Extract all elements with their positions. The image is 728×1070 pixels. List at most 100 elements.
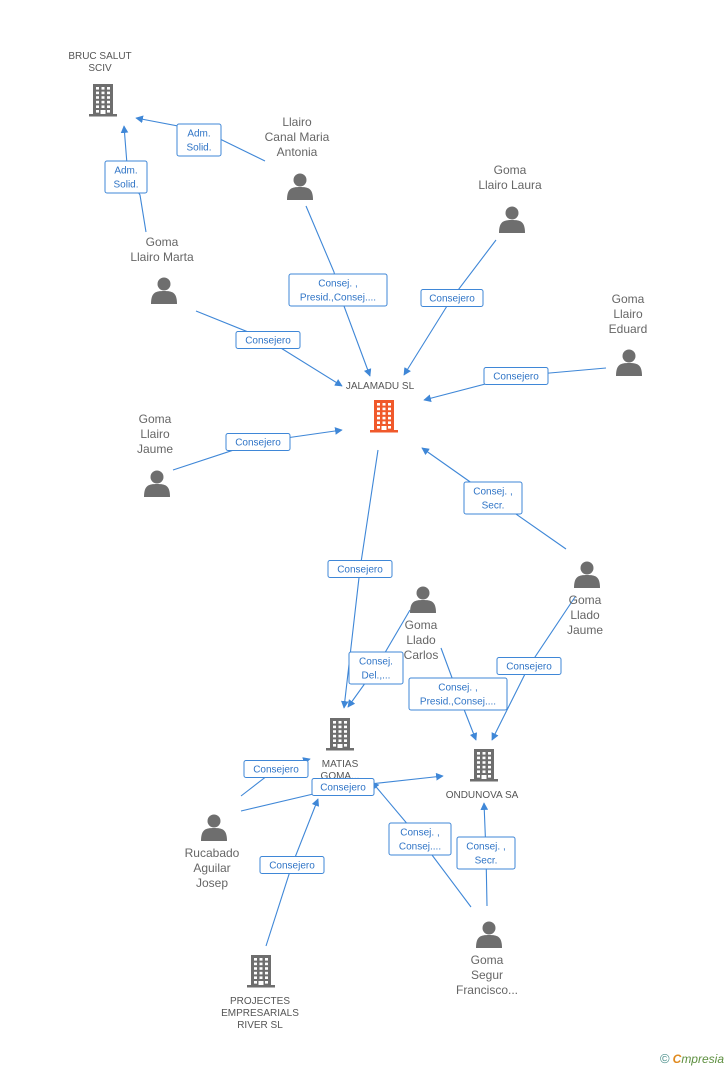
building-icon — [247, 955, 275, 988]
edge-label-text: Adm. — [114, 166, 137, 177]
edge-label-text: Consej. , — [473, 487, 512, 498]
node-label: Goma — [146, 235, 179, 249]
node-ondunova[interactable]: ONDUNOVA SA — [446, 749, 519, 801]
node-label: MATIAS — [322, 759, 359, 770]
node-label: Llado — [570, 608, 600, 622]
node-francisco[interactable]: GomaSegurFrancisco... — [456, 921, 518, 998]
edge-label-antonia-jalamadu[interactable]: Consej. ,Presid.,Consej.... — [288, 273, 388, 307]
node-label: PROJECTES — [230, 996, 290, 1007]
building-icon — [370, 400, 398, 433]
edge-label-text: Secr. — [475, 856, 498, 867]
edge-label-jaume_l-jalamadu[interactable]: Consejero — [225, 433, 291, 451]
building-icon — [89, 84, 117, 117]
node-label: ONDUNOVA SA — [446, 790, 519, 801]
copyright-icon: © — [660, 1051, 670, 1066]
edge-labels: Adm.Solid.Adm.Solid.Consej. ,Presid.,Con… — [104, 123, 562, 874]
edge-label-text: Del.,... — [362, 671, 391, 682]
node-label: Goma — [612, 292, 645, 306]
edge-label-text: Consejero — [493, 372, 539, 383]
node-label: Llairo — [140, 427, 170, 441]
edge-label-jalamadu-matias[interactable]: Consejero — [327, 560, 393, 578]
node-label: Llairo Marta — [130, 250, 194, 264]
edge-label-marta-jalamadu[interactable]: Consejero — [235, 331, 301, 349]
node-label: Goma — [494, 163, 527, 177]
node-label: Antonia — [277, 145, 318, 159]
edge-label-antonia-bruc[interactable]: Adm.Solid. — [176, 123, 222, 157]
edge-label-text: Consej.... — [399, 842, 441, 853]
edge-label-text: Consej. , — [318, 279, 357, 290]
node-matias[interactable]: MATIASGOMA... — [321, 718, 360, 782]
logo-text: mpresia — [681, 1052, 724, 1066]
node-label: BRUC SALUT — [68, 51, 131, 62]
node-label: Francisco... — [456, 983, 518, 997]
edge-label-text: Presid.,Consej.... — [420, 697, 496, 708]
edge-label-rucabado-ondunova[interactable]: Consejero — [311, 778, 375, 796]
node-label: Carlos — [404, 648, 439, 662]
edge-label-carlos-matias[interactable]: Consej. Del.,... — [348, 651, 404, 685]
node-label: Goma — [405, 618, 438, 632]
node-label: Eduard — [609, 322, 648, 336]
edge-label-text: Secr. — [482, 501, 505, 512]
person-icon — [151, 277, 177, 304]
node-label: Llairo — [282, 115, 312, 129]
edge-label-francisco-ondunova[interactable]: Consej. , Secr. — [456, 836, 516, 870]
edge-label-text: Consej. , — [438, 683, 477, 694]
edge-label-text: Consejero — [235, 438, 281, 449]
edge-label-text: Consejero — [269, 861, 315, 872]
building-icon — [470, 749, 498, 782]
edge-label-francisco-matias[interactable]: Consej. , Consej.... — [388, 822, 452, 856]
person-icon — [616, 349, 642, 376]
edge-label-marta-bruc[interactable]: Adm. Solid. — [104, 160, 148, 194]
edge-label-rucabado-matias[interactable]: Consejero — [243, 760, 309, 778]
person-icon — [287, 173, 313, 200]
node-label: Jaume — [137, 442, 173, 456]
node-label: Llado — [406, 633, 436, 647]
edge-label-text: Consej. , — [400, 828, 439, 839]
building-icon — [326, 718, 354, 751]
node-label: Jaume — [567, 623, 603, 637]
edge-label-projectes-matias[interactable]: Consejero — [259, 856, 325, 874]
node-label: RIVER SL — [237, 1020, 283, 1031]
node-label: Josep — [196, 876, 228, 890]
empresia-logo[interactable]: ©Cmpresia — [660, 1051, 724, 1066]
node-label: Goma — [139, 412, 172, 426]
person-icon — [574, 561, 600, 588]
person-icon — [499, 206, 525, 233]
edge-label-text: Solid. — [113, 180, 138, 191]
edge-label-text: Consej. — [359, 657, 393, 668]
edge-label-laura-jalamadu[interactable]: Consejero — [420, 289, 484, 307]
edge-label-jaume_ll-ondunova[interactable]: Consejero — [496, 657, 562, 675]
edge-label-text: Solid. — [186, 143, 211, 154]
node-label: SCIV — [88, 63, 112, 74]
edge-label-eduard-jalamadu[interactable]: Consejero — [483, 367, 549, 385]
node-label: Llairo Laura — [478, 178, 542, 192]
edge-label-text: Consejero — [337, 565, 383, 576]
edge-label-text: Consejero — [429, 294, 475, 305]
node-label: GOMA... — [321, 771, 360, 782]
node-jalamadu[interactable]: JALAMADU SL — [346, 381, 415, 433]
edge-label-text: Consejero — [506, 662, 552, 673]
person-icon — [144, 470, 170, 497]
edges — [120, 115, 607, 947]
node-label: Canal Maria — [265, 130, 330, 144]
edge-label-text: Consej. , — [466, 842, 505, 853]
node-label: Llairo — [613, 307, 643, 321]
node-label: JALAMADU SL — [346, 381, 415, 392]
logo-initial: C — [672, 1052, 682, 1066]
edge-label-text: Consejero — [320, 783, 366, 794]
edge-label-text: Consejero — [245, 336, 291, 347]
edge-label-carlos-ondunova[interactable]: Consej. , Presid.,Consej.... — [408, 677, 508, 711]
edge-label-jaume_ll-jalamadu[interactable]: Consej. , Secr. — [463, 481, 523, 515]
